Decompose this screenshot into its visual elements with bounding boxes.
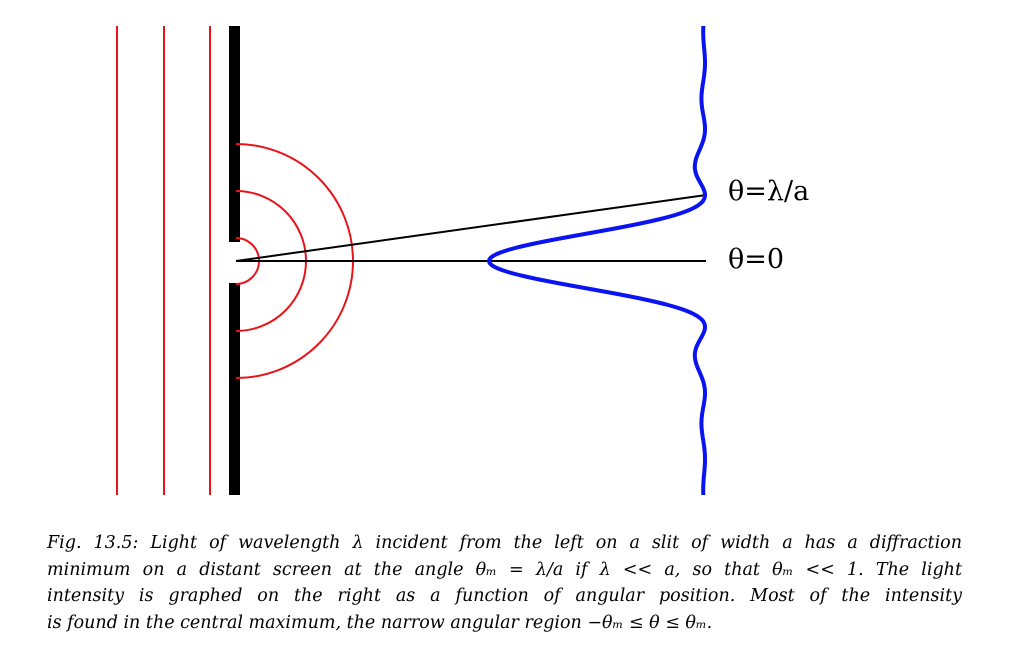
caption-line: Fig. 13.5: Light of wavelength λ inciden…	[47, 533, 962, 553]
slit-barrier	[229, 26, 240, 495]
figure-caption: Fig. 13.5: Light of wavelength λ inciden…	[47, 530, 962, 636]
incident-wavefronts	[116, 26, 211, 495]
caption-line: minimum on a distant screen at the angle…	[47, 559, 962, 580]
barrier-upper	[229, 26, 240, 242]
label-center: θ=0	[728, 244, 784, 275]
intensity-curve	[486, 26, 707, 495]
first-minimum-line	[235, 194, 707, 262]
caption-line: intensity is graphed on the right as a f…	[47, 586, 962, 606]
caption-line: is found in the central maximum, the nar…	[47, 612, 713, 633]
label-first-minimum: θ=λ/a	[728, 176, 809, 207]
angle-lines	[235, 194, 707, 262]
barrier-lower	[229, 283, 240, 495]
